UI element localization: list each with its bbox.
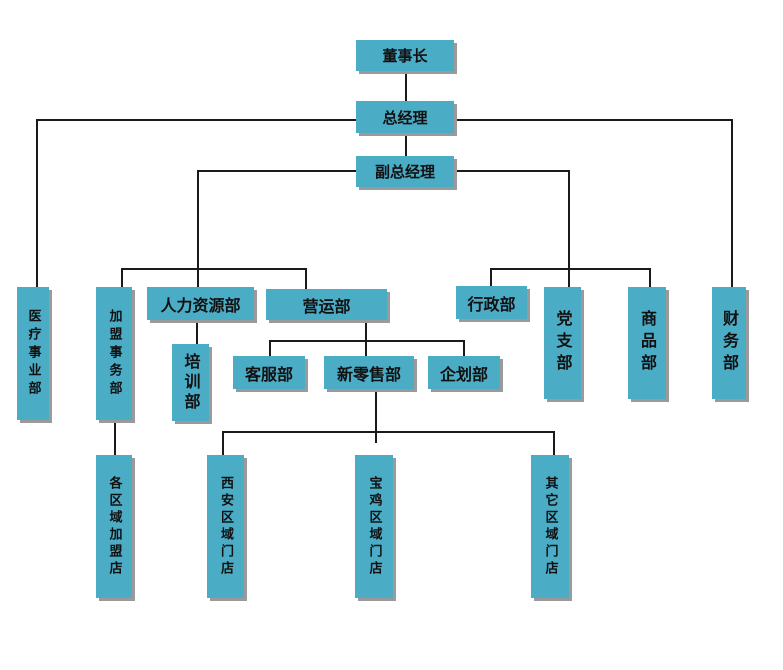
connector-line [36,119,38,287]
connector-line [649,268,651,287]
merchandise-department-label: 商品部 [638,310,657,376]
customer-service-department-box: 客服部 [233,356,305,389]
other-regional-stores-box: 其它区域门店 [531,455,569,598]
operations-department-label: 营运部 [302,296,351,316]
merchandise-department-box: 商品部 [628,287,666,399]
connector-line [455,170,570,172]
admin-department-box: 行政部 [456,286,527,319]
medical-division-label: 医疗事业部 [25,308,41,399]
franchise-department-label: 加盟事务部 [106,308,122,399]
chairman-label: 董事长 [382,47,428,65]
operations-department-box: 营运部 [266,289,387,320]
hr-department-label: 人力资源部 [160,295,241,315]
finance-department-box: 财务部 [712,287,746,399]
regional-franchise-stores-box: 各区域加盟店 [96,455,132,598]
connector-line [365,320,367,356]
connector-line [222,431,224,455]
connector-line [197,170,356,172]
hr-department-box: 人力资源部 [147,287,254,320]
connector-line [490,268,651,270]
xian-regional-stores-box: 西安区域门店 [207,455,244,598]
training-department-label: 培训部 [181,352,201,413]
connector-line [375,389,377,443]
chairman-box: 董事长 [356,40,454,71]
planning-department-label: 企划部 [439,364,488,384]
other-regional-stores-label: 其它区域门店 [542,475,558,578]
training-department-box: 培训部 [172,344,209,421]
connector-line [197,170,199,270]
xian-regional-stores-label: 西安区域门店 [218,475,233,578]
connector-line [455,119,733,121]
planning-department-box: 企划部 [428,356,500,389]
connector-line [405,133,407,156]
connector-line [114,420,116,455]
deputy-general-manager-box: 副总经理 [356,156,454,187]
connector-line [269,340,271,356]
customer-service-department-label: 客服部 [244,364,293,384]
party-branch-box: 党支部 [544,287,581,399]
general-manager-box: 总经理 [356,101,454,133]
franchise-department-box: 加盟事务部 [96,287,132,420]
connector-line [405,71,407,101]
new-retail-department-box: 新零售部 [324,356,414,389]
connector-line [463,340,465,356]
connector-line [36,119,356,121]
connector-line [568,170,570,287]
baoji-regional-stores-box: 宝鸡区域门店 [355,455,393,598]
connector-line [305,268,307,289]
connector-line [121,268,307,270]
connector-line [731,119,733,287]
connector-line [269,340,465,342]
connector-line [197,268,199,287]
admin-department-label: 行政部 [467,294,516,314]
general-manager-label: 总经理 [382,108,428,127]
connector-line [222,431,555,433]
connector-line [196,320,198,344]
connector-line [490,268,492,286]
finance-department-label: 财务部 [720,310,739,376]
medical-division-box: 医疗事业部 [17,287,49,420]
new-retail-department-label: 新零售部 [336,364,401,384]
connector-line [553,431,555,455]
regional-franchise-stores-label: 各区域加盟店 [106,475,122,578]
deputy-general-manager-label: 副总经理 [374,163,435,181]
connector-line [121,268,123,287]
party-branch-label: 党支部 [553,310,573,376]
baoji-regional-stores-label: 宝鸡区域门店 [366,475,382,578]
